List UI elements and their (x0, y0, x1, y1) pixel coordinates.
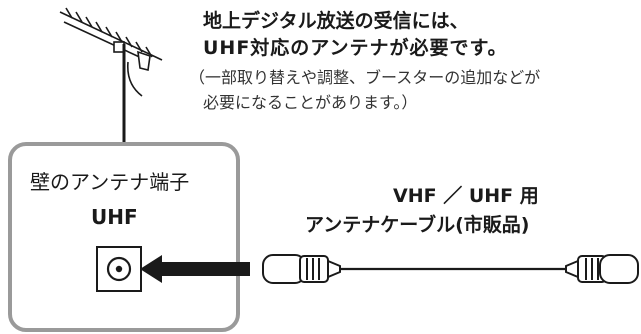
note-line-1: （一部取り替えや調整、ブースターの追加などが (189, 68, 541, 87)
heading-line-1: 地上デジタル放送の受信には、 (203, 10, 469, 32)
cable-label-line-1: VHF ／ UHF 用 (393, 185, 539, 207)
wall-panel-title: 壁のアンテナ端子 (30, 170, 190, 194)
cable-plug-icon (565, 254, 639, 284)
wall-panel-port-label: UHF (91, 205, 138, 229)
antenna-socket-icon (96, 246, 142, 292)
coaxial-cable (262, 254, 639, 284)
wall-panel-frame (8, 142, 240, 332)
note-line-2: 必要になることがあります。） (203, 93, 418, 112)
cable-label-line-2: アンテナケーブル(市販品) (305, 214, 530, 236)
arrow-left-icon (140, 255, 250, 283)
cable-plug-icon (262, 254, 341, 284)
heading-line-2: UHF対応のアンテナが必要です。 (203, 37, 508, 59)
antenna-icon (59, 7, 163, 146)
